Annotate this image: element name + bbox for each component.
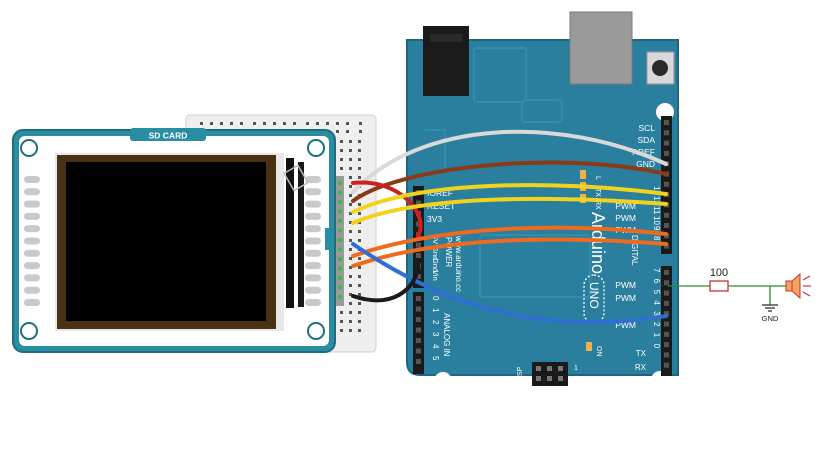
digital-pin-number: 11 (652, 206, 661, 215)
tx-label: TX (636, 349, 647, 358)
digital-pin-number: 0 (652, 344, 661, 349)
digital-pin-number: 4 (652, 300, 661, 305)
led-label-l: L (594, 176, 601, 180)
website-label: www.arduino.cc (454, 235, 463, 292)
header-label-aref: AREF (632, 147, 655, 157)
header-label-sda: SDA (638, 135, 656, 145)
analog-pin-label: 1 (431, 308, 440, 313)
digital-header-low (661, 266, 672, 376)
uno-badge: UNO (583, 274, 605, 324)
power-pin-label-ioref: IOREF (427, 188, 453, 198)
wire-red (351, 180, 423, 238)
digital-pin-number: 10 (652, 216, 661, 225)
rx-label: RX (635, 363, 647, 372)
pwm-label: PWM (615, 213, 636, 223)
power-label: POWER (444, 237, 453, 267)
wire-yellow-2 (351, 196, 668, 225)
digital-pin-number: 9 (652, 226, 661, 231)
power-pin-label-3v3: 3V3 (427, 214, 442, 224)
analog-pin-label: 4 (431, 344, 440, 349)
digital-pin-number: 7 (652, 268, 661, 273)
power-pin-label: Gnd (431, 246, 440, 260)
power-pin-label: Gnd (431, 258, 440, 272)
header-label-scl: SCL (638, 123, 655, 133)
analog-in-label: ANALOG IN (442, 313, 451, 357)
uno-label: UNO (587, 282, 601, 309)
icsp-header (532, 362, 568, 386)
arduino-uno-board: ICSP 1 SCL SDA AREF GND IOREF RESET 3V3 5V GndG… (406, 11, 679, 390)
digital-pin-number: 5 (652, 290, 661, 295)
analog-pin-label: 0 (431, 296, 440, 301)
analog-header (413, 292, 424, 374)
analog-pin-label: 3 (431, 332, 440, 337)
mounting-hole (307, 322, 325, 340)
sd-card-label: SD CARD (149, 131, 188, 141)
lcd-module: SD CARD (12, 128, 344, 353)
wire-brown (351, 160, 668, 203)
pwm-label: PWM (615, 280, 636, 290)
header-label-gnd: GND (636, 159, 655, 169)
wire-black (351, 260, 421, 303)
lcd-screen (66, 162, 266, 321)
digital-pin-number: 12 (652, 196, 661, 205)
wire-white (351, 129, 668, 194)
mounting-hole (20, 322, 38, 340)
speaker-icon (785, 272, 811, 300)
analog-pin-label: 2 (431, 320, 440, 325)
led-label-rx: RX (594, 200, 601, 210)
pwm-label: PWM (615, 201, 636, 211)
mounting-hole (434, 372, 452, 390)
digital-pin-number: 2 (652, 322, 661, 327)
icsp-label: ICSP (517, 367, 524, 384)
power-pin-label: 5V (431, 235, 440, 244)
ground-label: GND (762, 314, 779, 323)
wire-yellow-1 (351, 183, 668, 214)
led-on (586, 342, 592, 351)
digital-pin-number: 1 (652, 333, 661, 338)
digital-label: DIGITAL (630, 235, 639, 266)
resistor (709, 280, 729, 292)
mounting-hole (20, 139, 38, 157)
wire-orange-2 (351, 237, 668, 268)
power-pin-label-reset: RESET (427, 201, 455, 211)
usb-port (569, 11, 633, 85)
ground-symbol (762, 304, 778, 312)
digital-pin-number: 13 (652, 186, 661, 195)
wire-blue (351, 242, 668, 325)
power-pin-label: Vin (431, 270, 440, 281)
digital-pin-number: 8 (652, 236, 661, 241)
mounting-hole (307, 139, 325, 157)
pwm-label: PWM (615, 293, 636, 303)
wire-orange-1 (351, 225, 668, 258)
analog-pin-label: 5 (431, 356, 440, 361)
digital-pin-number: 3 (652, 311, 661, 316)
led-label-tx: TX (594, 188, 601, 197)
resistor-value-label: 100 (710, 267, 728, 279)
arduino-brand: Arduino (588, 212, 608, 274)
pwm-label: PWM (615, 320, 636, 330)
icsp-pin-one-label: 1 (574, 365, 578, 372)
digital-pin-number: 6 (652, 279, 661, 284)
led-l (580, 170, 586, 179)
on-label: ON (595, 346, 602, 357)
speaker-circuit (668, 280, 786, 312)
wires (351, 129, 668, 325)
